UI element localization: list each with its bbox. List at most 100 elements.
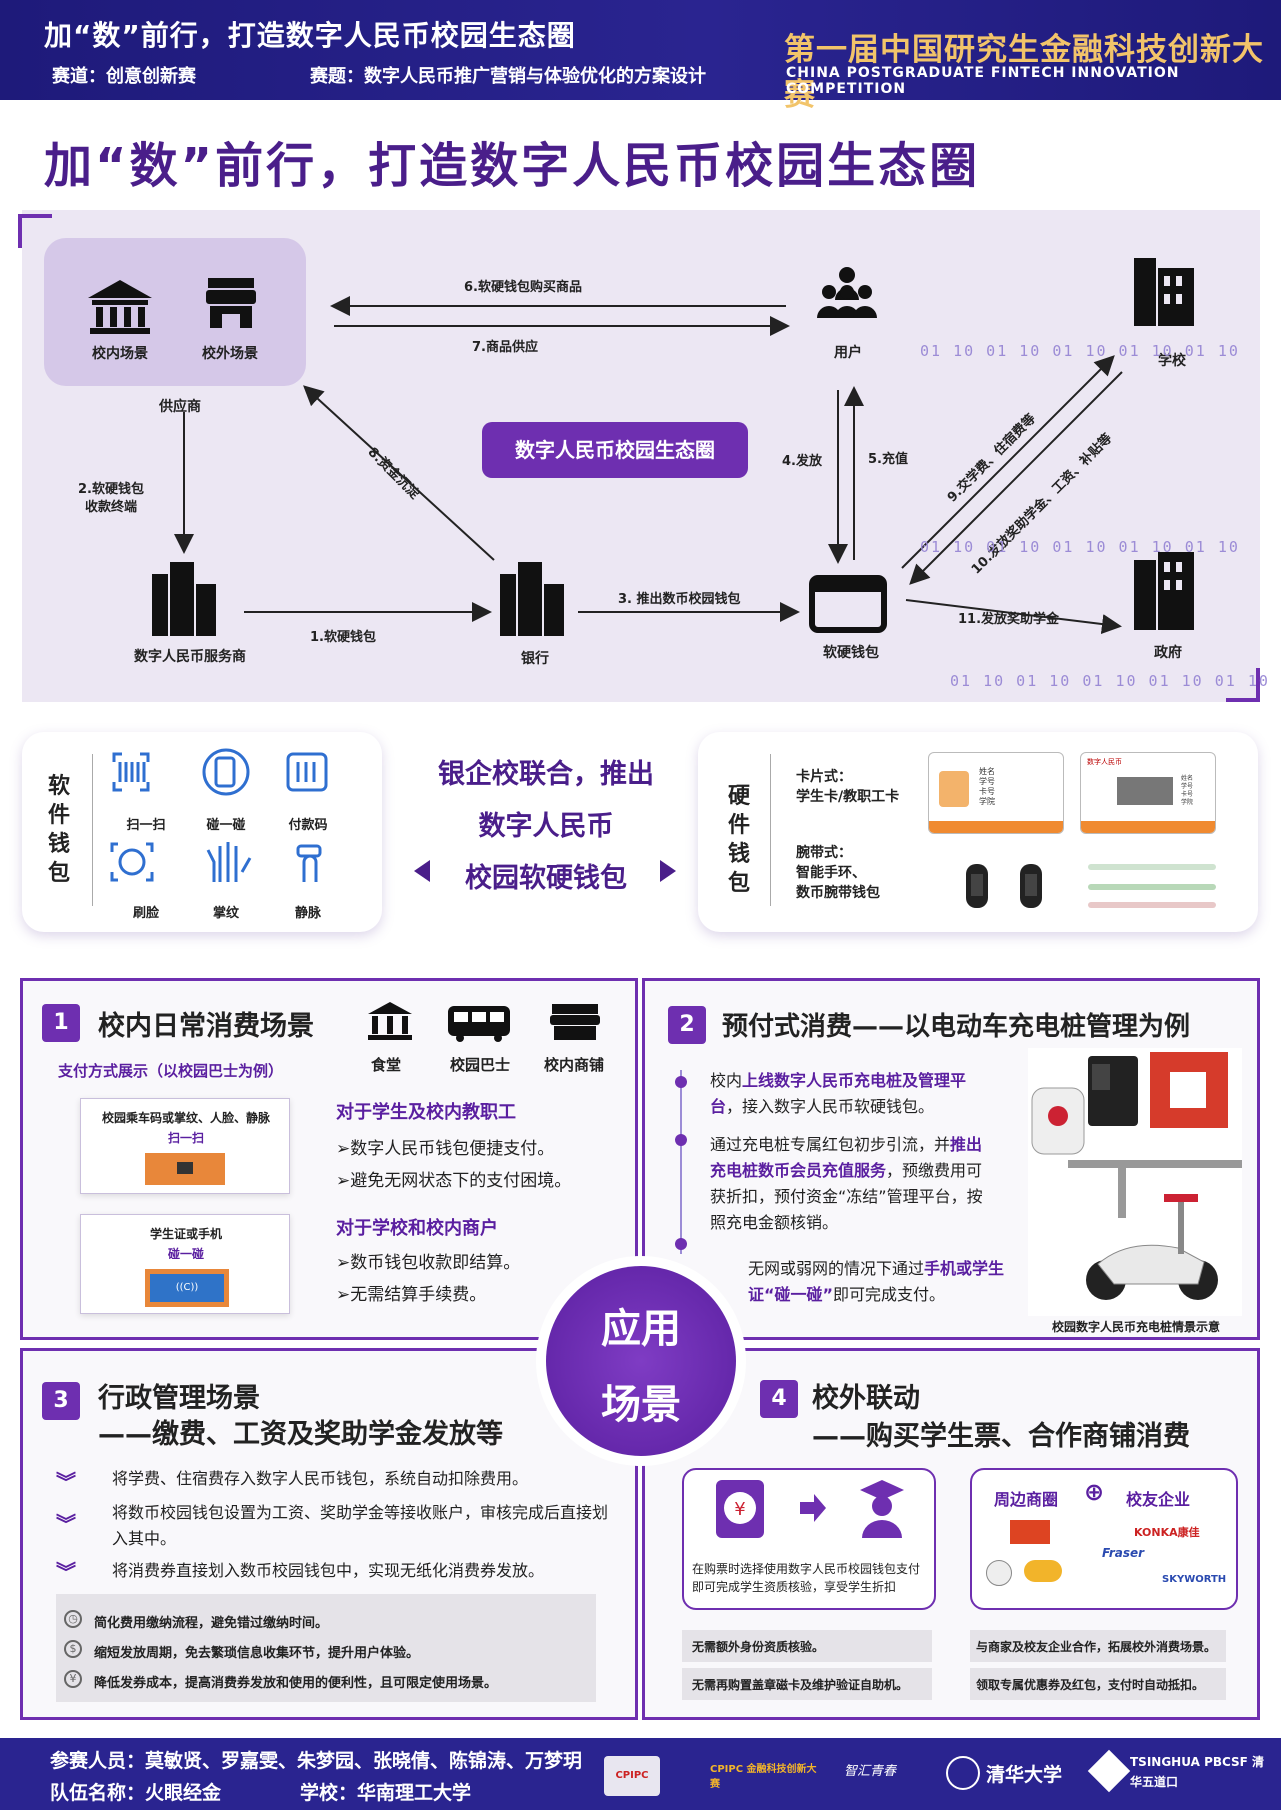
note-text: 无需再购置盖章磁卡及维护验证自助机。 <box>692 1678 909 1692</box>
card-type-desc: 学生卡/教职工卡 <box>796 789 900 805</box>
soft-wallet-title: 软件钱包 <box>47 774 70 886</box>
clock-icon: ◷ <box>64 1610 82 1628</box>
wallet-label: 软硬钱包 <box>823 645 879 661</box>
chevron-down-icon: ︾ <box>56 1560 76 1584</box>
binary-decoration: 01 10 01 10 01 10 01 10 01 10 <box>920 538 1240 556</box>
campus-shop-icon <box>550 1004 600 1040</box>
soft-item-label: 付款码 <box>288 818 328 833</box>
demo-box-tap: 学生证或手机 碰一碰 ((C)) <box>80 1214 290 1314</box>
svg-text:¥: ¥ <box>734 1499 745 1520</box>
charging-pile-illustration <box>1028 1048 1252 1316</box>
demo-box-scan: 校园乘车码或掌纹、人脸、静脉 扫一扫 <box>80 1098 290 1194</box>
edge-label-5: 5.充值 <box>868 452 908 467</box>
dcep-terminal-icon: ¥ <box>716 1480 764 1538</box>
tsinghua-logo: 清华大学 <box>986 1764 1063 1786</box>
hard-wallet-title: 硬件钱包 <box>727 784 750 896</box>
plus-circle-icon: ⊕ <box>1084 1478 1105 1506</box>
ecosystem-center-label: 数字人民币校园生态圈 <box>482 422 748 478</box>
corner-mark <box>18 214 52 218</box>
soft-item-label: 静脉 <box>294 906 321 921</box>
card-type-label: 卡片式： <box>796 769 852 785</box>
admin-benefit: 缩短发放周期，免去繁琐信息收集环节，提升用户体验。 <box>94 1646 420 1661</box>
timeline-line <box>680 1070 682 1254</box>
prepaid-point-1: 校内上线数字人民币充电桩及管理平台，接入数字人民币软硬钱包。 <box>710 1071 967 1116</box>
note-text: 领取专属优惠券及红包，支付时自动抵扣。 <box>976 1678 1205 1692</box>
off-campus-scene-label: 校外场景 <box>202 346 258 362</box>
face-scan-icon <box>110 842 154 882</box>
note-box <box>682 1630 932 1662</box>
scene-icons <box>368 1002 600 1042</box>
arrow-right-icon <box>660 860 676 882</box>
binary-decoration: 01 10 01 10 01 10 01 10 01 10 <box>920 342 1240 360</box>
corner-mark <box>1226 698 1260 702</box>
note-text: 无需额外身份资质核验。 <box>692 1640 825 1654</box>
soft-wallet-card <box>22 732 382 932</box>
campus-bus-icon <box>448 1006 510 1042</box>
header-title: 加“数”前行，打造数字人民币校园生态圈 <box>44 19 576 52</box>
scanner-image <box>145 1153 225 1185</box>
scene-label: 校内商铺 <box>543 1056 604 1074</box>
timeline-dot <box>675 1076 687 1088</box>
card2-fields: 姓名学号卡号学院 <box>1181 775 1194 806</box>
team-name: 队伍名称：火眼经金 <box>50 1782 222 1804</box>
pbcsf-logo: TSINGHUA PBCSF 清华五道口 <box>1130 1755 1265 1789</box>
student-card-image: 姓名学号卡号学院 <box>928 752 1064 834</box>
pbcsf-emblem-icon <box>1087 1749 1131 1793</box>
youth-logo: 智汇青春 <box>844 1764 897 1779</box>
wallet-window-icon <box>809 575 887 633</box>
nfc-tap-icon <box>202 748 250 796</box>
divider <box>770 754 771 906</box>
point: ➢避免无网状态下的支付困境。 <box>336 1171 572 1191</box>
users-group-icon <box>817 267 877 318</box>
partners-t2: 校友企业 <box>1126 1490 1191 1509</box>
chevron-down-icon: ︾ <box>56 1512 76 1536</box>
page-title: 加“数”前行，打造数字人民币校园生态圈 <box>44 138 981 194</box>
section-number: 2 <box>668 1006 706 1044</box>
admin-benefits-box <box>56 1594 596 1702</box>
school-label: 学校 <box>1158 353 1186 369</box>
tsinghua-seal-icon <box>946 1756 980 1790</box>
supplier-label: 供应商 <box>159 399 201 415</box>
edge-label-1: 1.软硬钱包 <box>310 630 376 645</box>
band-type-label: 腕带式： <box>796 845 852 861</box>
header-track: 赛道：创意创新赛 <box>52 66 196 87</box>
footer-bar: 参赛人员：莫敏贤、罗嘉雯、朱梦园、张晓倩、陈锦涛、万梦玥 队伍名称：火眼经金 学… <box>0 1738 1281 1810</box>
arrow-right-icon <box>800 1494 826 1522</box>
competition-name-en: CHINA POSTGRADUATE FINTECH INNOVATION CO… <box>786 65 1180 97</box>
cpipc-logo: CPIPC <box>604 1756 660 1796</box>
section-number: 1 <box>42 1004 80 1042</box>
wristband-wallet-image <box>1088 862 1216 914</box>
government-label: 政府 <box>1154 645 1182 661</box>
binary-decoration: 01 10 01 10 01 10 01 10 01 10 <box>950 672 1270 690</box>
prepaid-point-3: 无网或弱网的情况下通过手机或学生证“碰一碰”即可完成支付。 <box>748 1259 1005 1304</box>
edge-label-11: 11.发放奖助学金 <box>958 612 1060 627</box>
partner-logo-round <box>986 1560 1012 1586</box>
section-number: 4 <box>760 1380 798 1418</box>
band-desc-2: 数币腕带钱包 <box>796 885 880 901</box>
chevron-down-icon: ︾ <box>56 1470 76 1494</box>
fraser-logo: Fraser <box>1102 1546 1145 1560</box>
wallet-center-line1: 银企校联合，推出 <box>438 759 654 790</box>
government-building-icon <box>1134 552 1194 630</box>
ticket-text: 在购票时选择使用数字人民币校园钱包支付即可完成学生资质核验，享受学生折扣 <box>692 1562 921 1594</box>
edge-label-2a: 2.软硬钱包 <box>78 482 144 497</box>
soft-item-label: 刷脸 <box>132 906 159 921</box>
competition-name-cn: 第一届中国研究生金融科技创新大赛 <box>784 32 1264 113</box>
smart-band-image <box>966 864 1042 908</box>
soft-item-label: 掌纹 <box>212 906 239 921</box>
arrow-left-icon <box>414 860 430 882</box>
subhead-students: 对于学生及校内教职工 <box>336 1102 516 1123</box>
edge-label-3: 3. 推出数币校园钱包 <box>618 592 741 607</box>
subhead-merchants: 对于学校和校内商户 <box>336 1218 498 1239</box>
section-title: 行政管理场景 <box>98 1383 260 1414</box>
payment-code-icon <box>286 752 328 792</box>
soft-item-label: 碰一碰 <box>206 818 246 833</box>
header-banner: 加“数”前行，打造数字人民币校园生态圈 赛道：创意创新赛 赛题：数字人民币推广营… <box>0 0 1281 113</box>
nfc-reader-image: ((C)) <box>145 1269 229 1307</box>
charging-caption: 校园数字人民币充电桩情景示意 <box>1051 1320 1220 1334</box>
corner-mark <box>18 214 22 248</box>
prepaid-point-2: 通过充电桩专属红包初步引流，并推出充电桩数币会员充值服务，预缴费用可获折扣，预付… <box>710 1135 983 1232</box>
note-text: 与商家及校友企业合作，拓展校外消费场景。 <box>976 1640 1217 1654</box>
money-icon: $ <box>64 1640 82 1658</box>
dcep-operator-label: 数字人民币服务商 <box>134 649 246 665</box>
